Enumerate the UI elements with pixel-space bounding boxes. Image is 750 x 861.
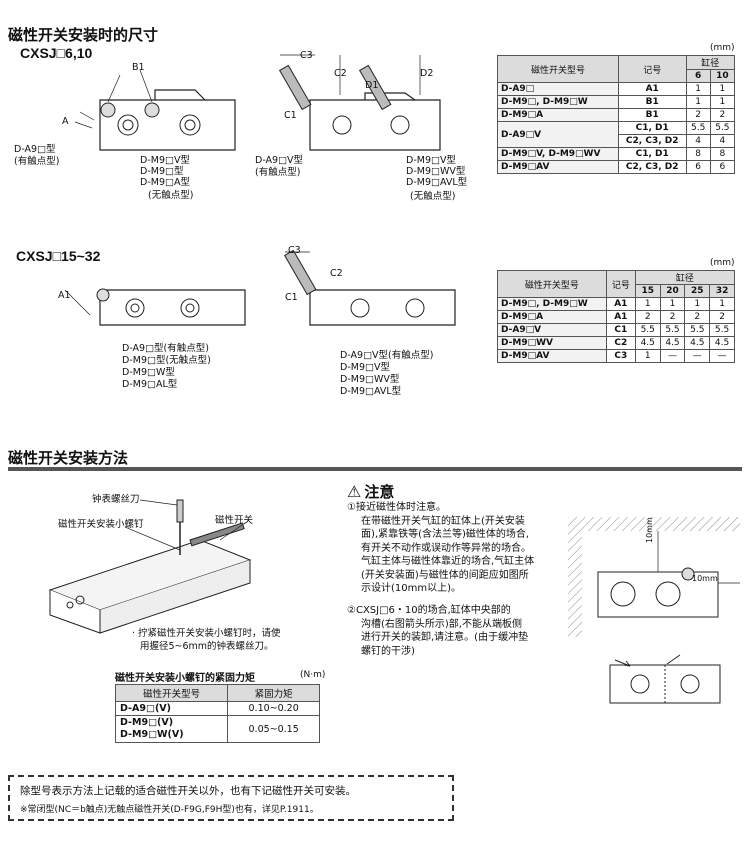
torque-unit: (N·m)	[300, 670, 326, 680]
dimension-table-15-32: 磁性开关型号 记号 缸径 15 20 25 32 D-M9□, D-M9□W A…	[497, 270, 736, 363]
dim-c1-d4: C1	[285, 292, 298, 303]
label-d3-3: D-M9□W型	[122, 367, 175, 378]
label-d4-3: D-M9□WV型	[340, 374, 400, 385]
table1-unit: (mm)	[710, 43, 735, 53]
table-row: D-A9□V C1 5.5 5.5 5.5 5.5	[497, 323, 735, 337]
th-bore-10: 10	[709, 69, 736, 83]
label-m9v: D-M9□V型	[140, 155, 190, 166]
section-title-dimensions: 磁性开关安装时的尺寸	[8, 26, 159, 44]
table-row: D-M9□, D-M9□W A1 1 1 1 1	[497, 297, 735, 311]
label-d4-1: D-A9□V型(有触点型)	[340, 350, 434, 361]
dimension-table-6-10: 磁性开关型号 记号 缸径 6 10 D-A9□ A1 1 1 D-M9□, D-…	[497, 55, 736, 174]
label-m9avl: D-M9□AVL型	[406, 177, 468, 188]
diagram-cxsj6-10-vertical	[278, 54, 441, 151]
magnetic-clearance-diagram	[568, 517, 740, 637]
diagram-cxsj15-32-vertical	[283, 249, 456, 326]
label-a9: D-A9□型	[14, 144, 56, 155]
table-row: D-M9□WV C2 4.5 4.5 4.5 4.5	[497, 336, 735, 350]
dim-c1: C1	[284, 110, 297, 121]
dim-c3-d4: C3	[288, 245, 301, 256]
caution-block: ⚠ 注意	[347, 481, 395, 501]
label-m9-note: (无触点型)	[148, 190, 194, 201]
section-title-mounting: 磁性开关安装方法	[8, 449, 129, 467]
label-driver: 钟表螺丝刀	[92, 494, 140, 505]
dim-d1: D1	[365, 80, 379, 91]
label-a9-note: (有触点型)	[14, 156, 60, 167]
label-d3-4: D-M9□AL型	[122, 379, 178, 390]
torque-title: 磁性开关安装小螺钉的紧固力矩	[115, 673, 255, 684]
label-a9v: D-A9□V型	[255, 155, 304, 166]
note-line-1: 除型号表示方法上记载的适合磁性开关以外，也有下记磁性开关可安装。	[20, 785, 356, 797]
caution-text-2: ②CXSJ□6・10的场合,缸体中央部的 沟槽(右图箭头所示)部,不能从端板侧 …	[347, 605, 529, 657]
label-m9: D-M9□型	[140, 166, 184, 177]
diagram-cxsj6-10-horizontal	[74, 69, 236, 151]
table-row: D-M9□AV C2, C3, D2 6 6	[497, 160, 736, 174]
diagram-cxsj15-32-horizontal	[64, 288, 246, 326]
th-code: 记号	[617, 55, 687, 83]
table-row: D-M9□(V) D-M9□W(V) 0.05~0.15	[114, 715, 320, 743]
dim-a: A	[62, 116, 69, 127]
note-box: 除型号表示方法上记载的适合磁性开关以外，也有下记磁性开关可安装。 ※常闭型(NC…	[8, 775, 454, 821]
caution-text-1: ①接近磁性体时注意。 在带磁性开关气缸的缸体上(开关安装 面),紧靠铁等(含法兰…	[347, 502, 535, 594]
section-divider	[8, 467, 742, 471]
note-line-2: ※常闭型(NC＝b触点)无触点磁性开关(D-F9G,F9H型)也有，详见P.19…	[20, 805, 319, 815]
label-screw: 磁性开关安装小螺钉	[58, 519, 144, 530]
torque-table: 磁性开关型号 紧固力矩 D-A9□(V) 0.10~0.20 D-M9□(V) …	[114, 684, 320, 743]
label-d3-2: D-M9□型(无触点型)	[122, 355, 211, 366]
dim-c2-d4: C2	[330, 268, 343, 279]
dim-c2: C2	[334, 68, 347, 79]
label-m9wv: D-M9□WV型	[406, 166, 466, 177]
table-row: D-A9□(V) 0.10~0.20	[114, 701, 320, 716]
dim-c3: C3	[300, 50, 313, 61]
label-d3-1: D-A9□型(有触点型)	[122, 343, 209, 354]
label-m9-note-2: (无触点型)	[410, 191, 456, 202]
table-row: D-M9□AV C3 1 — — —	[497, 349, 735, 363]
dim-a1: A1	[58, 290, 71, 301]
dim-10mm-vertical: 10mm	[645, 517, 654, 543]
table2-unit: (mm)	[710, 258, 735, 268]
subtitle-cxsj-6-10: CXSJ□6,10	[20, 45, 93, 61]
table-row: C2, C3, D2 4 4	[498, 134, 736, 148]
table-row: D-M9□V, D-M9□WV C1, D1 8 8	[497, 147, 736, 161]
dim-b1: B1	[132, 62, 145, 73]
th-bore: 缸径	[685, 55, 736, 70]
label-m9a: D-M9□A型	[140, 177, 190, 188]
th-model: 磁性开关型号	[497, 55, 619, 83]
warning-icon: ⚠	[347, 481, 362, 501]
bullet-line-2: 用握径5~6mm的钟表螺丝刀。	[140, 641, 274, 652]
table-row: D-A9□ A1 1 1	[497, 82, 736, 96]
dim-10mm-horizontal: 10mm	[692, 574, 718, 583]
table-row: D-A9□V C1, D1 5.5 5.5	[497, 121, 736, 148]
subtitle-cxsj-15-32: CXSJ□15~32	[16, 248, 101, 264]
label-d4-4: D-M9□AVL型	[340, 386, 402, 397]
label-switch: 磁性开关	[215, 515, 254, 526]
table-row: D-M9□A B1 2 2	[497, 108, 736, 122]
th-bore-6: 6	[685, 69, 711, 83]
label-a9v-note: (有触点型)	[255, 167, 301, 178]
dim-d2: D2	[420, 68, 434, 79]
bullet-line-1: · 拧紧磁性开关安装小螺钉时，请使	[132, 628, 281, 639]
table-row: D-M9□, D-M9□W B1 1 1	[497, 95, 736, 109]
label-m9v-2: D-M9□V型	[406, 155, 456, 166]
table-row: D-M9□A A1 2 2 2 2	[497, 310, 735, 324]
groove-arrow-diagram	[609, 654, 721, 704]
mounting-illustration	[48, 499, 252, 634]
label-d4-2: D-M9□V型	[340, 362, 390, 373]
